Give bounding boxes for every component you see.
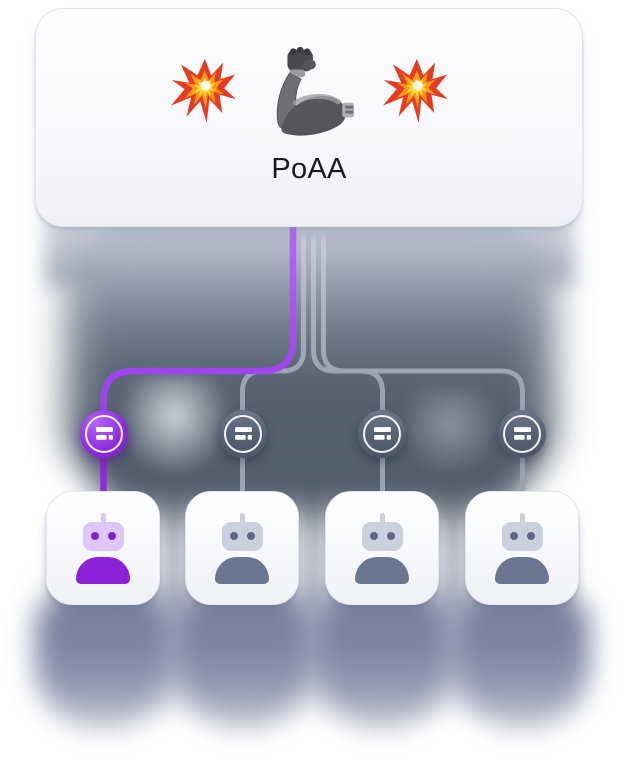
robot-head <box>221 521 263 551</box>
agent-card-shadow <box>38 600 170 728</box>
agent-card-shadow <box>456 600 588 728</box>
collision-icon <box>382 58 448 124</box>
robot-antenna <box>519 512 525 523</box>
queue-icon <box>513 427 531 440</box>
shadow-highlight <box>400 390 500 476</box>
robot-antenna <box>100 512 106 523</box>
shadow-blob <box>443 492 463 610</box>
agent-card-1[interactable] <box>46 491 160 605</box>
robot-eye <box>526 532 535 540</box>
agent-card-shadow <box>177 600 309 728</box>
robot-body <box>355 556 409 584</box>
shadow-blob <box>164 492 184 610</box>
agent-card-4[interactable] <box>465 491 579 605</box>
robot-body <box>76 556 130 584</box>
robot-eye <box>229 532 238 540</box>
robot-antenna <box>239 512 245 523</box>
root-icon-row <box>170 41 448 141</box>
queue-icon <box>373 427 391 440</box>
robot-antenna <box>379 512 385 523</box>
robot-eye <box>386 532 395 540</box>
agent-badge-1[interactable] <box>80 410 128 458</box>
robot-eye <box>90 532 99 540</box>
robot-eye <box>107 532 116 540</box>
shadow-blob <box>303 492 323 610</box>
robot-icon <box>495 512 549 584</box>
root-title: PoAA <box>271 153 347 185</box>
robot-head <box>361 521 403 551</box>
robot-icon <box>355 512 409 584</box>
robot-body <box>215 556 269 584</box>
robot-icon <box>76 512 130 584</box>
agent-card-2[interactable] <box>185 491 299 605</box>
queue-icon <box>234 427 252 440</box>
agent-card-shadow <box>316 600 448 728</box>
root-node-card[interactable]: PoAA <box>35 8 583 227</box>
agent-badge-3[interactable] <box>358 410 406 458</box>
robot-body <box>495 556 549 584</box>
agent-badge-2[interactable] <box>219 410 267 458</box>
robot-head <box>501 521 543 551</box>
shadow-highlight <box>118 376 230 476</box>
robot-head <box>82 521 124 551</box>
robot-icon <box>215 512 269 584</box>
agent-card-3[interactable] <box>325 491 439 605</box>
queue-icon <box>95 427 113 440</box>
robot-eye <box>246 532 255 540</box>
robot-eye <box>509 532 518 540</box>
robot-eye <box>369 532 378 540</box>
collision-icon <box>170 58 236 124</box>
mechanical-arm-icon <box>260 42 358 140</box>
agent-badge-4[interactable] <box>498 410 546 458</box>
